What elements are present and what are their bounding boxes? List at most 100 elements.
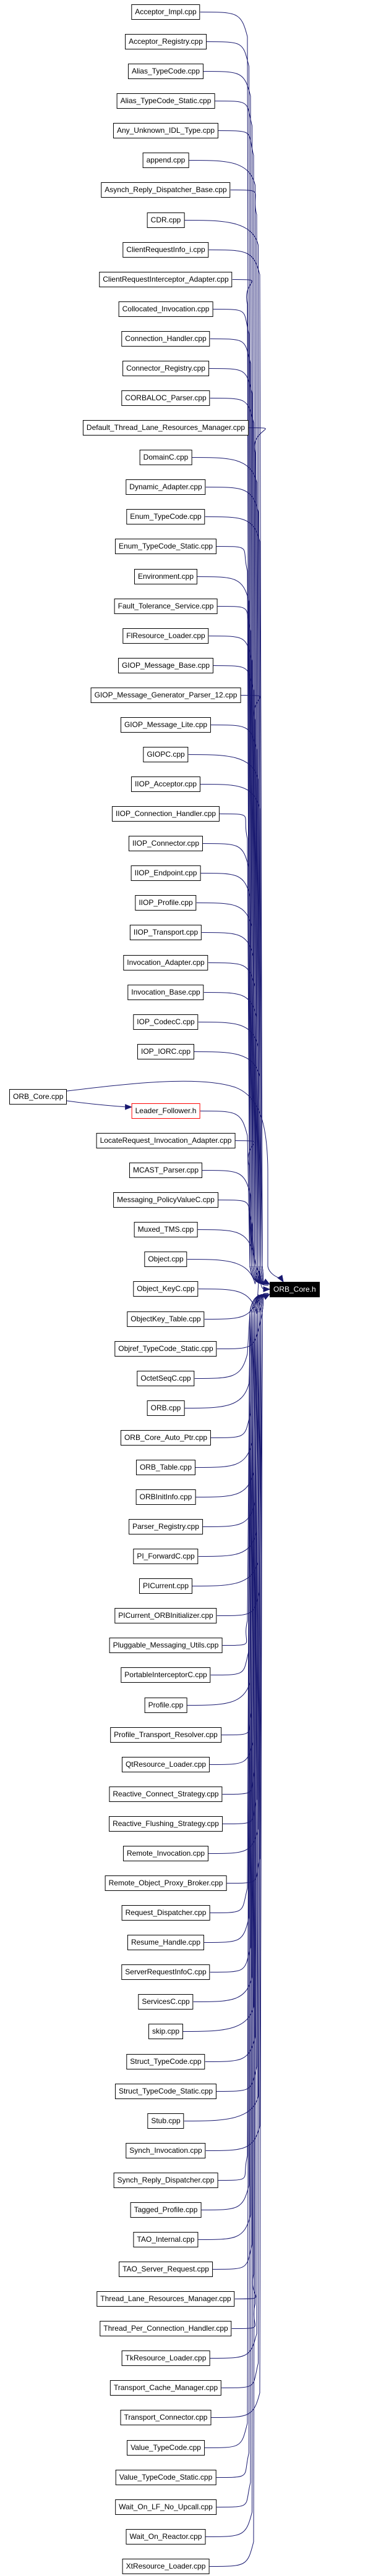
node-dynamic-adapter-cpp[interactable]: Dynamic_Adapter.cpp (126, 479, 206, 495)
node-clientrequestinfo-i-cpp[interactable]: ClientRequestInfo_i.cpp (122, 242, 209, 258)
node-qtresource-loader-cpp[interactable]: QtResource_Loader.cpp (121, 1757, 210, 1772)
node-object-keyc-cpp[interactable]: Object_KeyC.cpp (133, 1281, 199, 1297)
node-iiop-transport-cpp[interactable]: IIOP_Transport.cpp (129, 925, 202, 940)
node-fault-tolerance-service-cpp[interactable]: Fault_Tolerance_Service.cpp (114, 599, 218, 614)
node-tao-server-request-cpp[interactable]: TAO_Server_Request.cpp (119, 2262, 213, 2277)
node-objref-typecode-static-cpp[interactable]: Objref_TypeCode_Static.cpp (114, 1341, 217, 1357)
edge (209, 1294, 269, 2567)
node-xtresource-loader-cpp[interactable]: XtResource_Loader.cpp (122, 2559, 210, 2574)
node-portableinterceptorc-cpp[interactable]: PortableInterceptorC.cpp (121, 1667, 211, 1683)
node-orb-table-cpp[interactable]: ORB_Table.cpp (135, 1460, 196, 1475)
node-servicesc-cpp[interactable]: ServicesC.cpp (138, 1994, 194, 2010)
node-thread-per-connection-handler-cpp[interactable]: Thread_Per_Connection_Handler.cpp (100, 2321, 232, 2336)
node-object-cpp[interactable]: Object.cpp (144, 1252, 187, 1267)
node-wait-on-reactor-cpp[interactable]: Wait_On_Reactor.cpp (126, 2529, 206, 2544)
node-picurrent-orbinitializer-cpp[interactable]: PICurrent_ORBInitializer.cpp (114, 1608, 217, 1623)
node-invocation-adapter-cpp[interactable]: Invocation_Adapter.cpp (123, 955, 208, 970)
node-giop-message-generator-parser-12-cpp[interactable]: GIOP_Message_Generator_Parser_12.cpp (90, 688, 241, 703)
node-tagged-profile-cpp[interactable]: Tagged_Profile.cpp (130, 2202, 202, 2218)
node-skip-cpp[interactable]: skip.cpp (148, 2024, 184, 2039)
node-iiop-connector-cpp[interactable]: IIOP_Connector.cpp (128, 836, 203, 851)
node-transport-cache-manager-cpp[interactable]: Transport_Cache_Manager.cpp (109, 2380, 222, 2396)
node-alias-typecode-cpp[interactable]: Alias_TypeCode.cpp (127, 64, 204, 79)
edge (210, 1294, 269, 2359)
node-value-typecode-cpp[interactable]: Value_TypeCode.cpp (127, 2440, 205, 2456)
node-remote-object-proxy-broker-cpp[interactable]: Remote_Object_Proxy_Broker.cpp (105, 1875, 227, 1891)
node-invocation-base-cpp[interactable]: Invocation_Base.cpp (127, 985, 204, 1000)
node-serverrequestinfoc-cpp[interactable]: ServerRequestInfoC.cpp (121, 1964, 210, 1980)
node-locaterequest-invocation-adapter-cpp[interactable]: LocateRequest_Invocation_Adapter.cpp (96, 1133, 236, 1148)
node-append-cpp[interactable]: append.cpp (142, 153, 189, 168)
node-parser-registry-cpp[interactable]: Parser_Registry.cpp (129, 1519, 203, 1534)
node-asynch-reply-dispatcher-base-cpp[interactable]: Asynch_Reply_Dispatcher_Base.cpp (101, 182, 231, 198)
node-pi-forwardc-cpp[interactable]: PI_ForwardC.cpp (133, 1549, 199, 1564)
node-iop-codecc-cpp[interactable]: IOP_CodecC.cpp (133, 1014, 199, 1030)
node-environment-cpp[interactable]: Environment.cpp (134, 569, 198, 584)
node-giop-message-lite-cpp[interactable]: GIOP_Message_Lite.cpp (120, 717, 212, 733)
node-iiop-connection-handler-cpp[interactable]: IIOP_Connection_Handler.cpp (111, 806, 220, 822)
node-corbaloc-parser-cpp[interactable]: CORBALOC_Parser.cpp (121, 390, 210, 406)
node-flresource-loader-cpp[interactable]: FlResource_Loader.cpp (122, 628, 209, 644)
edge (187, 1259, 269, 1286)
node-synch-invocation-cpp[interactable]: Synch_Invocation.cpp (126, 2143, 206, 2158)
node-orb-cpp[interactable]: ORB.cpp (147, 1400, 185, 1416)
node-mcast-parser-cpp[interactable]: MCAST_Parser.cpp (129, 1163, 203, 1178)
node-muxed-tms-cpp[interactable]: Muxed_TMS.cpp (134, 1222, 198, 1237)
edge (235, 1140, 269, 1285)
node-leader-follower-h[interactable]: Leader_Follower.h (131, 1103, 200, 1119)
node-struct-typecode-static-cpp[interactable]: Struct_TypeCode_Static.cpp (114, 2084, 217, 2099)
node-thread-lane-resources-manager-cpp[interactable]: Thread_Lane_Resources_Manager.cpp (96, 2291, 235, 2307)
node-acceptor-registry-cpp[interactable]: Acceptor_Registry.cpp (125, 34, 207, 49)
arrowhead (125, 1104, 132, 1110)
node-stub-cpp[interactable]: Stub.cpp (147, 2113, 184, 2129)
node-cdr-cpp[interactable]: CDR.cpp (147, 213, 185, 228)
node-clientrequestinterceptor-adapter-cpp[interactable]: ClientRequestInterceptor_Adapter.cpp (99, 272, 233, 287)
node-profile-transport-resolver-cpp[interactable]: Profile_Transport_Resolver.cpp (110, 1727, 221, 1743)
node-default-thread-lane-resources-manager-cpp[interactable]: Default_Thread_Lane_Resources_Manager.cp… (82, 420, 249, 436)
node-collocated-invocation-cpp[interactable]: Collocated_Invocation.cpp (118, 301, 213, 317)
node-struct-typecode-cpp[interactable]: Struct_TypeCode.cpp (126, 2054, 205, 2069)
node-transport-connector-cpp[interactable]: Transport_Connector.cpp (120, 2410, 212, 2425)
node-iiop-endpoint-cpp[interactable]: IIOP_Endpoint.cpp (131, 865, 201, 881)
node-picurrent-cpp[interactable]: PICurrent.cpp (139, 1578, 193, 1594)
node-enum-typecode-cpp[interactable]: Enum_TypeCode.cpp (126, 509, 205, 524)
node-wait-on-lf-no-upcall-cpp[interactable]: Wait_On_LF_No_Upcall.cpp (115, 2499, 216, 2515)
arrowhead (262, 1278, 271, 1285)
node-synch-reply-dispatcher-cpp[interactable]: Synch_Reply_Dispatcher.cpp (113, 2173, 218, 2188)
node-iiop-acceptor-cpp[interactable]: IIOP_Acceptor.cpp (131, 777, 201, 792)
node-alias-typecode-static-cpp[interactable]: Alias_TypeCode_Static.cpp (116, 93, 215, 109)
node-value-typecode-static-cpp[interactable]: Value_TypeCode_Static.cpp (115, 2470, 216, 2485)
node-profile-cpp[interactable]: Profile.cpp (144, 1698, 187, 1713)
node-iop-iorc-cpp[interactable]: IOP_IORC.cpp (137, 1044, 195, 1059)
node-reactive-flushing-strategy-cpp[interactable]: Reactive_Flushing_Strategy.cpp (109, 1816, 223, 1832)
node-reactive-connect-strategy-cpp[interactable]: Reactive_Connect_Strategy.cpp (109, 1787, 223, 1802)
node-octetseqc-cpp[interactable]: OctetSeqC.cpp (137, 1371, 195, 1386)
edge (198, 1270, 269, 1314)
node-pluggable-messaging-utils-cpp[interactable]: Pluggable_Messaging_Utils.cpp (109, 1638, 223, 1653)
node-orbinitinfo-cpp[interactable]: ORBInitInfo.cpp (135, 1489, 196, 1505)
edge-source-to-leader-follower (62, 1100, 131, 1108)
node-messaging-policyvaluec-cpp[interactable]: Messaging_PolicyValueC.cpp (113, 1192, 218, 1208)
node-giop-message-base-cpp[interactable]: GIOP_Message_Base.cpp (118, 658, 214, 673)
node-connection-handler-cpp[interactable]: Connection_Handler.cpp (121, 331, 210, 347)
node-remote-invocation-cpp[interactable]: Remote_Invocation.cpp (122, 1846, 209, 1861)
node-acceptor-impl-cpp[interactable]: Acceptor_Impl.cpp (131, 4, 200, 20)
node-objectkey-table-cpp[interactable]: ObjectKey_Table.cpp (127, 1311, 205, 1327)
node-orb-core-cpp[interactable]: ORB_Core.cpp (9, 1089, 67, 1105)
node-connector-registry-cpp[interactable]: Connector_Registry.cpp (122, 361, 209, 376)
edge (203, 992, 269, 1285)
node-tkresource-loader-cpp[interactable]: TkResource_Loader.cpp (121, 2351, 210, 2366)
node-giopc-cpp[interactable]: GIOPC.cpp (143, 747, 189, 762)
node-tao-internal-cpp[interactable]: TAO_Internal.cpp (133, 2232, 199, 2247)
node-any-unknown-idl-type-cpp[interactable]: Any_Unknown_IDL_Type.cpp (113, 123, 219, 138)
node-iiop-profile-cpp[interactable]: IIOP_Profile.cpp (135, 895, 197, 911)
node-request-dispatcher-cpp[interactable]: Request_Dispatcher.cpp (121, 1905, 210, 1921)
node-enum-typecode-static-cpp[interactable]: Enum_TypeCode_Static.cpp (114, 539, 217, 554)
arrowhead (262, 1294, 271, 1300)
node-orb-core-h[interactable]: ORB_Core.h (270, 1282, 320, 1297)
node-domainc-cpp[interactable]: DomainC.cpp (139, 450, 192, 465)
node-resume-handle-cpp[interactable]: Resume_Handle.cpp (127, 1935, 205, 1950)
arrowhead (277, 1274, 284, 1283)
node-orb-core-auto-ptr-cpp[interactable]: ORB_Core_Auto_Ptr.cpp (120, 1430, 212, 1446)
